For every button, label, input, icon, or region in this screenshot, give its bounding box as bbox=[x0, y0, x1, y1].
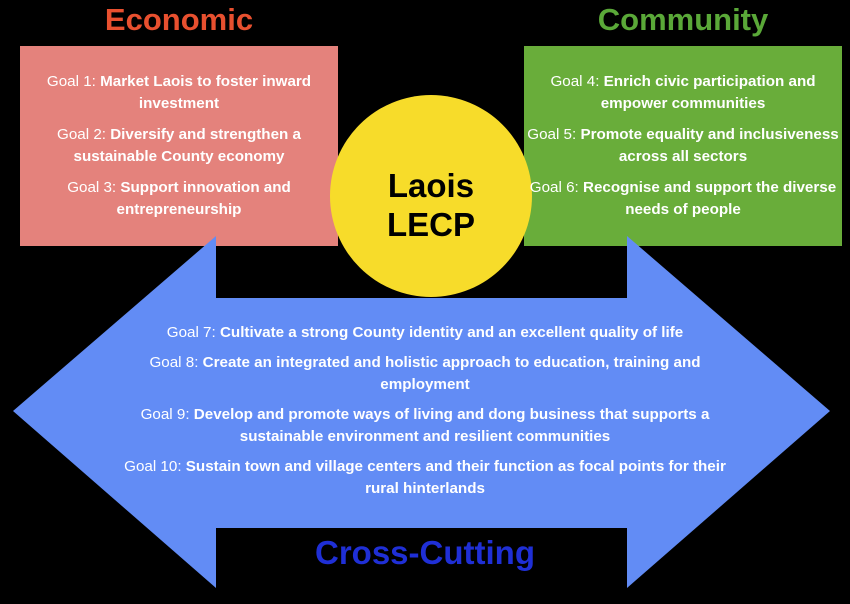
goal-text: Market Laois to foster inward investment bbox=[100, 73, 312, 112]
goal-text: Support innovation and entrepreneurship bbox=[116, 179, 291, 218]
goal-text: Recognise and support the diverse needs … bbox=[583, 179, 837, 218]
goal-label: Goal 4: bbox=[550, 73, 600, 90]
center-circle bbox=[330, 95, 532, 297]
center-label: Laois LECP bbox=[368, 166, 494, 244]
economic-goals-box: Goal 1: Market Laois to foster inward in… bbox=[20, 46, 338, 246]
goal-label: Goal 5: bbox=[527, 126, 577, 143]
goal-text: Cultivate a strong County identity and a… bbox=[219, 324, 684, 341]
goal-label: Goal 7: bbox=[166, 324, 216, 341]
goal-item: Goal 8: Create an integrated and holisti… bbox=[110, 352, 740, 396]
goal-label: Goal 9: bbox=[140, 406, 190, 423]
goal-item: Goal 4: Enrich civic participation and e… bbox=[524, 71, 842, 115]
cross-cutting-goals: Goal 7: Cultivate a strong County identi… bbox=[110, 322, 740, 508]
community-box-background bbox=[524, 46, 842, 246]
goal-item: Goal 6: Recognise and support the divers… bbox=[524, 177, 842, 221]
goal-item: Goal 2: Diversify and strengthen a susta… bbox=[20, 124, 338, 168]
goal-label: Goal 8: bbox=[149, 354, 199, 371]
goal-label: Goal 3: bbox=[67, 179, 117, 196]
goal-text: Promote equality and inclusiveness acros… bbox=[580, 126, 839, 165]
community-goals-box: Goal 4: Enrich civic participation and e… bbox=[524, 46, 842, 246]
goal-item: Goal 10: Sustain town and village center… bbox=[110, 456, 740, 500]
center-label-line2: LECP bbox=[386, 206, 475, 243]
goal-label: Goal 1: bbox=[46, 73, 96, 90]
center-label-line1: Laois bbox=[387, 167, 475, 204]
cross-cutting-double-arrow bbox=[13, 236, 830, 588]
goal-item: Goal 3: Support innovation and entrepren… bbox=[20, 177, 338, 221]
goal-text: Enrich civic participation and empower c… bbox=[600, 73, 816, 112]
goal-text: Sustain town and village centers and the… bbox=[185, 458, 726, 497]
goal-item: Goal 9: Develop and promote ways of livi… bbox=[110, 404, 740, 448]
goal-item: Goal 1: Market Laois to foster inward in… bbox=[20, 71, 338, 115]
economic-heading: Economic bbox=[104, 2, 254, 37]
goal-label: Goal 2: bbox=[57, 126, 106, 143]
goal-label: Goal 10: bbox=[124, 458, 182, 475]
goal-text: Create an integrated and holistic approa… bbox=[202, 354, 701, 393]
goal-label: Goal 6: bbox=[529, 179, 579, 196]
cross-cutting-heading: Cross-Cutting bbox=[315, 534, 535, 571]
goal-item: Goal 5: Promote equality and inclusivene… bbox=[524, 124, 842, 168]
economic-box-background bbox=[20, 46, 338, 246]
community-heading: Community bbox=[597, 2, 769, 37]
goal-text: Diversify and strengthen a sustainable C… bbox=[73, 126, 301, 165]
goal-item: Goal 7: Cultivate a strong County identi… bbox=[110, 322, 740, 344]
goal-text: Develop and promote ways of living and d… bbox=[193, 406, 710, 445]
